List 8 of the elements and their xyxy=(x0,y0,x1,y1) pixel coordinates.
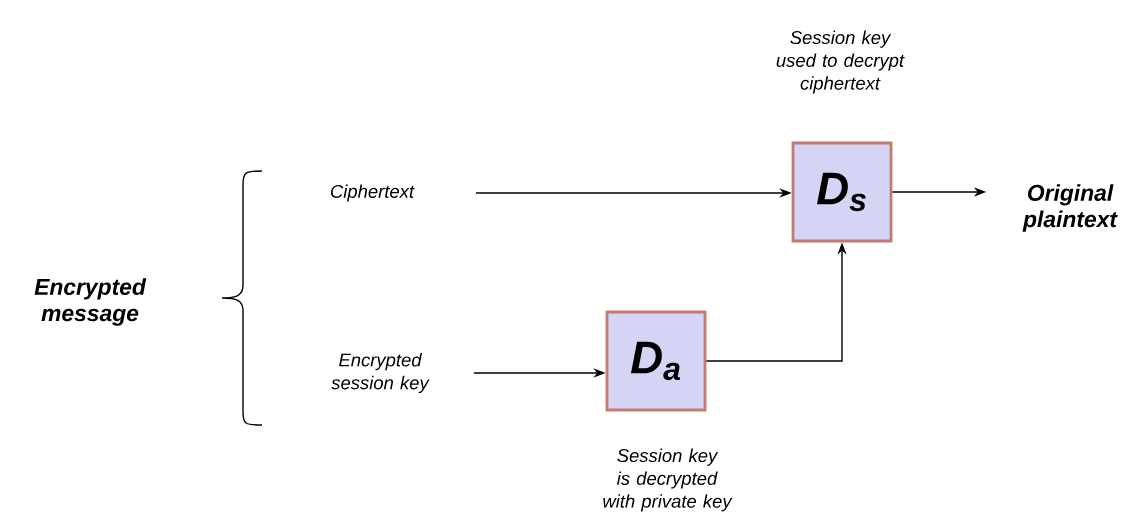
node-label: Session key used to decrypt ciphertext xyxy=(776,30,905,94)
text-label: Encrypted session key xyxy=(331,353,430,394)
group-label: Encrypted message xyxy=(34,278,147,326)
decryption-box: D$_{s}$ xyxy=(791,141,893,243)
decryption-box: D$_{a}$ xyxy=(605,310,707,412)
text-label: Ciphertext xyxy=(331,184,415,202)
text-label: Original plaintext xyxy=(1022,184,1118,232)
node-label: Session key is decrypted with private key xyxy=(603,448,733,512)
